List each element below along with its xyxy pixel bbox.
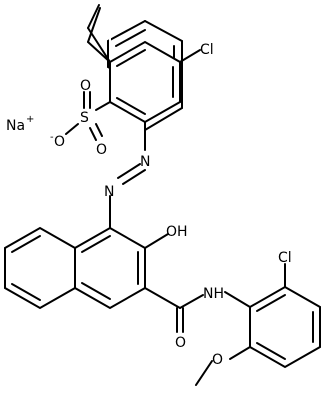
atom-labels: Cl S O O O - Na + N N OH NH O Cl O	[6, 42, 292, 368]
o-bond	[229, 346, 251, 360]
double-bond-inner	[81, 235, 111, 253]
atom-methoxy-o: O	[212, 352, 223, 368]
atom-o-top: O	[80, 78, 91, 94]
so-double-right-2	[89, 127, 97, 141]
ethyl-bond-2	[87, 7, 101, 43]
sulfonate-group	[65, 91, 111, 141]
n-c-bond	[224, 291, 251, 308]
double-bond-inner	[81, 282, 111, 300]
ring-c	[249, 285, 321, 369]
atom-amide-o: O	[175, 335, 186, 351]
atom-o-right: O	[96, 142, 107, 158]
bond	[87, 4, 100, 29]
so-double-right-1	[95, 123, 103, 137]
c-n-bond	[179, 294, 204, 309]
amide-group	[144, 287, 251, 333]
methoxy-group	[195, 346, 251, 386]
s-bond	[95, 101, 111, 111]
atom-hydroxyl: OH	[166, 224, 188, 240]
azo-double-1	[117, 163, 141, 179]
azo-group	[109, 121, 146, 229]
bond	[144, 20, 183, 42]
atom-n-azo-lower: N	[104, 184, 114, 200]
c-c-bond	[144, 287, 181, 309]
oh-bond	[144, 233, 169, 249]
cl-bond	[179, 49, 201, 63]
double-bond-inner	[256, 342, 286, 360]
charge-minus: -	[50, 132, 54, 143]
atom-n-azo-upper: N	[140, 154, 150, 170]
double-bond-inner	[116, 49, 146, 67]
so-single-left	[65, 123, 79, 135]
ring-a	[109, 40, 181, 124]
ring-a-outline	[109, 40, 181, 124]
atom-amide-nh: NH	[203, 286, 224, 302]
atom-cl-bottom: Cl	[278, 250, 292, 266]
bond	[144, 107, 183, 131]
azo-double-2	[122, 169, 146, 185]
double-bond-inner	[115, 29, 146, 47]
charge-plus: +	[26, 114, 34, 125]
bond	[107, 20, 146, 42]
atom-cl-top: Cl	[200, 42, 214, 58]
ethyl-bond-1	[87, 41, 111, 63]
atom-sulfur: S	[80, 110, 89, 126]
double-bond-inner	[256, 294, 286, 312]
atom-sodium: Na	[6, 118, 25, 134]
naphthalene-left-ring	[4, 226, 76, 310]
double-bond-inner	[11, 235, 41, 253]
atom-o-minus: O	[54, 134, 65, 150]
double-bond-inner	[11, 283, 41, 301]
o-methyl-bond	[195, 360, 213, 386]
double-bond-inner	[116, 97, 146, 115]
naphthalene-right-ring	[74, 226, 146, 310]
naphthalene	[4, 226, 146, 310]
ring-c-outline	[249, 285, 321, 369]
